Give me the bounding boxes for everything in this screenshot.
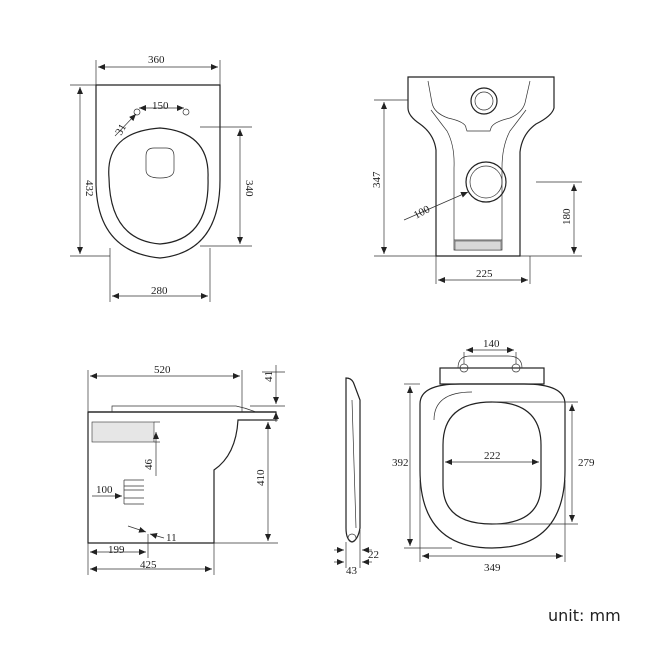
seat-hinge-spacing-dim: 140 [483, 338, 500, 350]
seat-inner-width-dim: 222 [484, 450, 501, 462]
side-length-dim: 520 [154, 364, 171, 376]
side-outlet-dim: 100 [96, 484, 113, 496]
side-fix-dia-dim: 11 [166, 532, 177, 544]
top-hole-dia-dim: 31 [113, 122, 129, 138]
top-width-dim: 360 [148, 54, 165, 66]
top-view: 360 150 31 432 340 280 [70, 54, 255, 302]
unit-label: unit: mm [548, 606, 621, 625]
top-hole-spacing-dim: 150 [152, 100, 169, 112]
side-fix-offset-dim: 199 [108, 544, 125, 556]
seat-inner-length-dim: 279 [578, 457, 595, 469]
seat-side-thickness-a-dim: 43 [346, 565, 358, 577]
front-outlet-height-dim: 180 [561, 208, 573, 225]
seat-length-dim: 392 [392, 457, 409, 469]
side-base-length-dim: 425 [140, 559, 157, 571]
top-depth-dim: 432 [83, 180, 95, 197]
side-inlet-offset-dim: 46 [143, 459, 155, 471]
side-view: 520 41 46 410 100 11 199 425 [87, 364, 285, 575]
front-height-dim: 347 [371, 171, 383, 188]
seat-view: 140 392 222 279 349 [392, 338, 595, 574]
top-inner-depth-dim: 340 [243, 180, 255, 197]
seat-side-thickness-b-dim: 22 [368, 549, 379, 561]
side-lid-dim: 41 [263, 371, 275, 382]
front-base-width-dim: 225 [476, 268, 493, 280]
side-height-dim: 410 [255, 469, 267, 486]
top-base-width-dim: 280 [151, 285, 168, 297]
seat-side-view: 43 22 [334, 377, 379, 577]
seat-width-dim: 349 [484, 562, 501, 574]
front-view: 347 100 180 225 [371, 76, 582, 284]
front-pipe-dia-dim: 100 [412, 203, 433, 222]
